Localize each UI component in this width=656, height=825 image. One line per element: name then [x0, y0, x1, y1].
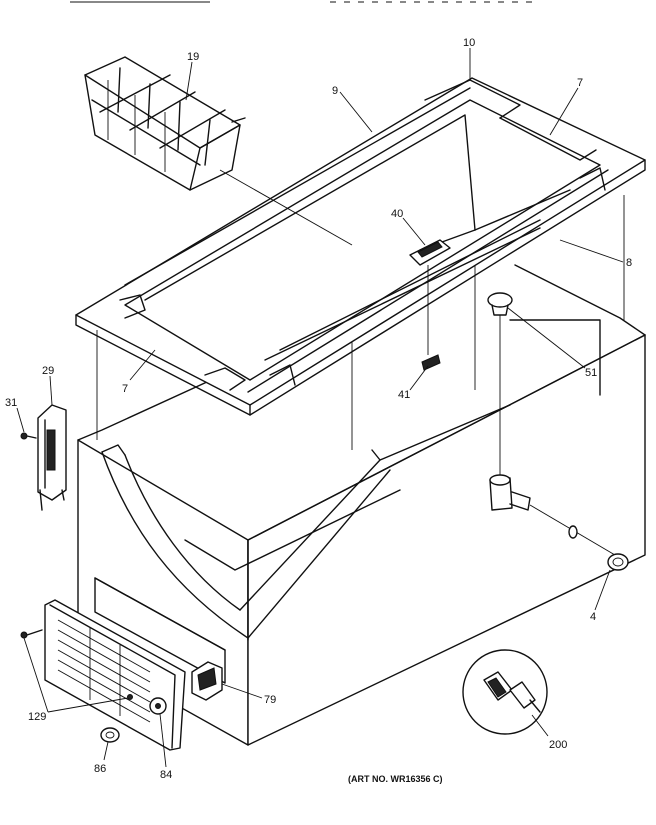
label-10: 10	[463, 37, 475, 49]
grille-screws	[20, 629, 133, 700]
label-9: 9	[332, 85, 338, 97]
sensor-clip	[421, 354, 441, 371]
label-7-bottom: 7	[122, 383, 128, 395]
drain-plug	[487, 292, 513, 480]
label-51: 51	[585, 367, 597, 379]
label-29: 29	[42, 365, 54, 377]
art-number-caption: (ART NO. WR16356 C)	[348, 774, 443, 784]
grille-plug	[100, 727, 120, 743]
label-129: 129	[28, 711, 46, 723]
drain-fitting-detail	[462, 649, 548, 735]
label-200: 200	[549, 739, 567, 751]
label-79: 79	[264, 694, 276, 706]
grille-slots	[57, 619, 151, 723]
label-7-top: 7	[577, 77, 583, 89]
hinge-assembly	[37, 404, 67, 511]
label-41: 41	[398, 389, 410, 401]
label-31: 31	[5, 397, 17, 409]
label-8: 8	[626, 257, 632, 269]
label-40: 40	[391, 208, 403, 220]
label-4: 4	[590, 611, 596, 623]
label-84: 84	[160, 769, 172, 781]
wire-basket	[84, 56, 353, 246]
label-19: 19	[187, 51, 199, 63]
drain-cap	[607, 553, 629, 571]
leader-lines	[16, 48, 624, 768]
drain-tube	[489, 474, 616, 556]
kickplate-grille	[44, 599, 186, 751]
door-gasket-frame	[75, 77, 646, 416]
light-switch	[191, 661, 223, 701]
hinge-screw	[20, 432, 37, 440]
temperature-control-knob	[409, 239, 451, 355]
part-labels: 19 10 9 7 40 8 51 29 31 41 7 4 79 129 86…	[5, 37, 632, 784]
label-86: 86	[94, 763, 106, 775]
